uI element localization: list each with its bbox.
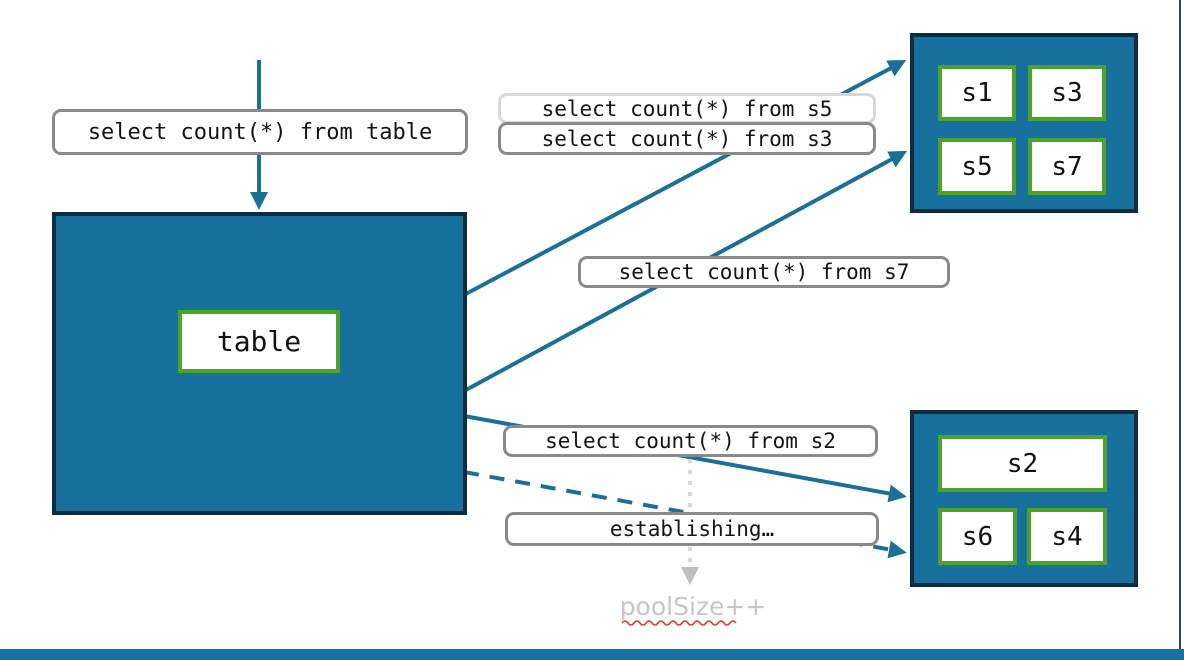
shard-node-s7: s7 (1028, 138, 1106, 195)
query-label-s7: select count(*) from s7 (578, 256, 950, 288)
query-label-s2: select count(*) from s2 (503, 425, 878, 457)
table-node: table (178, 310, 340, 373)
query-label-s5: select count(*) from s5 (498, 93, 876, 124)
query-label-s5-text: select count(*) from s5 (541, 96, 833, 121)
query-label-s7-text: select count(*) from s7 (618, 260, 910, 284)
shard-node-s1: s1 (938, 65, 1016, 121)
shard-node-label: s7 (1051, 151, 1083, 182)
shard-node-s3: s3 (1028, 65, 1106, 121)
query-label-table: select count(*) from table (52, 109, 468, 155)
spellcheck-squiggle (621, 620, 737, 626)
poolsize-label: poolSize++ (610, 591, 776, 621)
shard-node-label: s2 (1006, 448, 1039, 479)
bottom-teal-bar (0, 649, 1184, 660)
query-label-s2-text: select count(*) from s2 (545, 429, 836, 453)
shard-node-label: s4 (1051, 521, 1083, 552)
establishing-label-text: establishing… (609, 517, 775, 541)
query-label-s3-text: select count(*) from s3 (541, 126, 833, 151)
shard-node-label: s6 (961, 521, 994, 552)
table-node-label: table (216, 325, 302, 358)
arrow-establishing-dashed (463, 470, 907, 559)
poolsize-label-text: poolSize++ (619, 591, 767, 621)
shard-node-s6: s6 (938, 508, 1017, 565)
query-label-table-text: select count(*) from table (87, 119, 433, 145)
shard-node-s2: s2 (938, 435, 1107, 492)
query-label-s3: select count(*) from s3 (498, 122, 876, 155)
shard-node-label: s1 (961, 78, 993, 108)
establishing-label: establishing… (505, 512, 879, 546)
shard-node-s5: s5 (938, 138, 1016, 195)
shard-node-s4: s4 (1027, 508, 1107, 565)
slide-right-edge-line (1179, 0, 1181, 660)
shard-node-label: s5 (961, 151, 993, 182)
shard-node-label: s3 (1051, 78, 1083, 108)
